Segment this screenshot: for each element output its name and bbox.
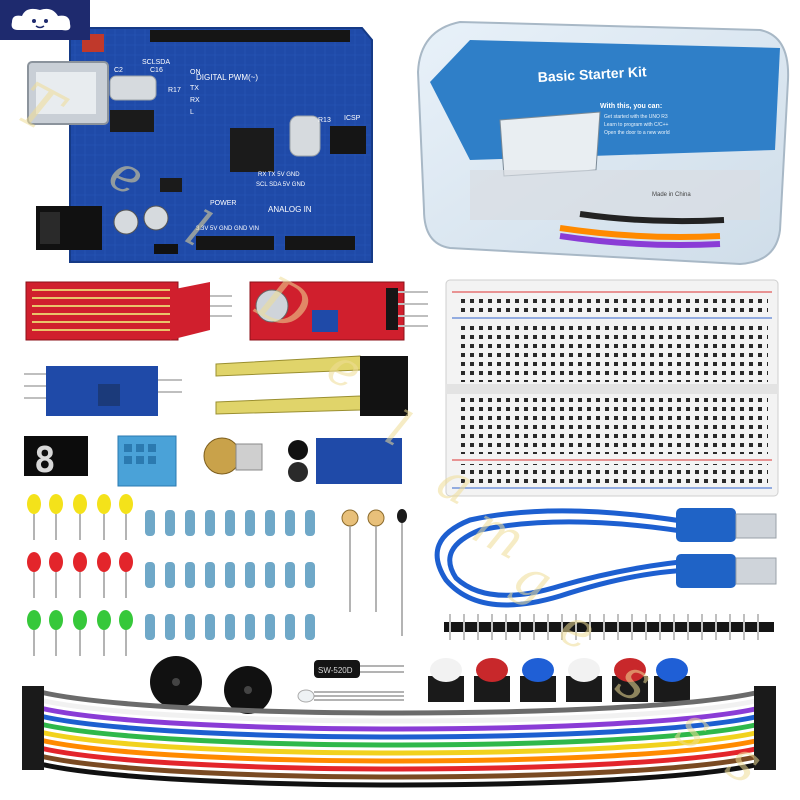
water-level-sensor bbox=[25, 281, 232, 341]
board-sclsda-pins-label: SCL SDA 5V GND bbox=[256, 182, 306, 188]
usb-cable bbox=[434, 508, 701, 608]
board-power-label: POWER bbox=[210, 200, 236, 207]
sound-sensor-module bbox=[249, 281, 428, 341]
board-r17-label: R17 bbox=[168, 87, 181, 94]
push-button-group bbox=[428, 658, 690, 702]
dht11-sensor bbox=[117, 435, 177, 487]
analog-header bbox=[285, 236, 355, 250]
usb-b-connector bbox=[676, 554, 736, 588]
board-sclsda-label: SCLSDA bbox=[142, 59, 170, 66]
kit-box-bullet-3: Open the door to a new world bbox=[604, 130, 670, 136]
starter-kit-box: Basic Starter Kit With this, you can: Ge… bbox=[416, 20, 790, 266]
kit-box-made-in: Made in China bbox=[652, 192, 691, 198]
board-icsp-label: ICSP bbox=[344, 115, 361, 122]
soil-moisture-sensor bbox=[215, 355, 408, 416]
kit-box-bullet-2: Learn to program with C/C++ bbox=[604, 122, 669, 128]
tilt-switch: SW-520D bbox=[314, 660, 404, 678]
board-power-pins-label: 3.3V 5V GND GND VIN bbox=[196, 226, 259, 232]
board-rx-label: RX bbox=[190, 97, 200, 104]
tilt-switch-label: SW-520D bbox=[318, 666, 353, 675]
jumper-wire-ribbon bbox=[39, 689, 761, 788]
potentiometer bbox=[203, 437, 263, 475]
board-on-label: ON bbox=[190, 69, 201, 76]
cloud-face-icon bbox=[0, 0, 90, 40]
digital-header bbox=[150, 30, 350, 42]
usb-a-connector bbox=[676, 508, 736, 542]
board-analog-label: ANALOG IN bbox=[268, 205, 312, 214]
seven-segment-digit: 8 bbox=[34, 440, 56, 481]
pin-header-strip bbox=[444, 614, 774, 640]
board-rxtx-label: RX TX 5V GND bbox=[258, 172, 300, 178]
board-c16-label: C16 bbox=[150, 67, 163, 74]
rgb-led bbox=[297, 689, 404, 703]
temperature-sensor-module bbox=[24, 366, 182, 416]
resistor-group bbox=[145, 510, 315, 640]
board-r13-label: R13 bbox=[318, 117, 331, 124]
power-header bbox=[196, 236, 274, 250]
microcontroller-chip bbox=[230, 128, 274, 172]
board-c2-label: C2 bbox=[114, 67, 123, 74]
board-l-label: L bbox=[190, 109, 194, 116]
jumper-connectors-left bbox=[22, 686, 44, 770]
buzzer-group bbox=[150, 656, 272, 714]
board-tx-label: TX bbox=[190, 85, 199, 92]
photoresistor-group bbox=[341, 509, 407, 636]
kit-box-bullet-1: Get started with the UNO R3 bbox=[604, 114, 668, 120]
seven-segment-display: 8 bbox=[24, 436, 88, 481]
jumper-connectors-right bbox=[754, 686, 776, 770]
kit-box-title: Basic Starter Kit bbox=[537, 63, 647, 85]
led-group bbox=[27, 494, 133, 656]
arduino-board: DIGITAL PWM(~) ANALOG IN POWER ICSP SCLS… bbox=[27, 27, 373, 263]
kit-box-subtitle: With this, you can: bbox=[600, 103, 662, 110]
ir-obstacle-sensor bbox=[288, 438, 402, 484]
breadboard bbox=[445, 279, 779, 497]
board-digital-label: DIGITAL PWM(~) bbox=[196, 73, 258, 82]
